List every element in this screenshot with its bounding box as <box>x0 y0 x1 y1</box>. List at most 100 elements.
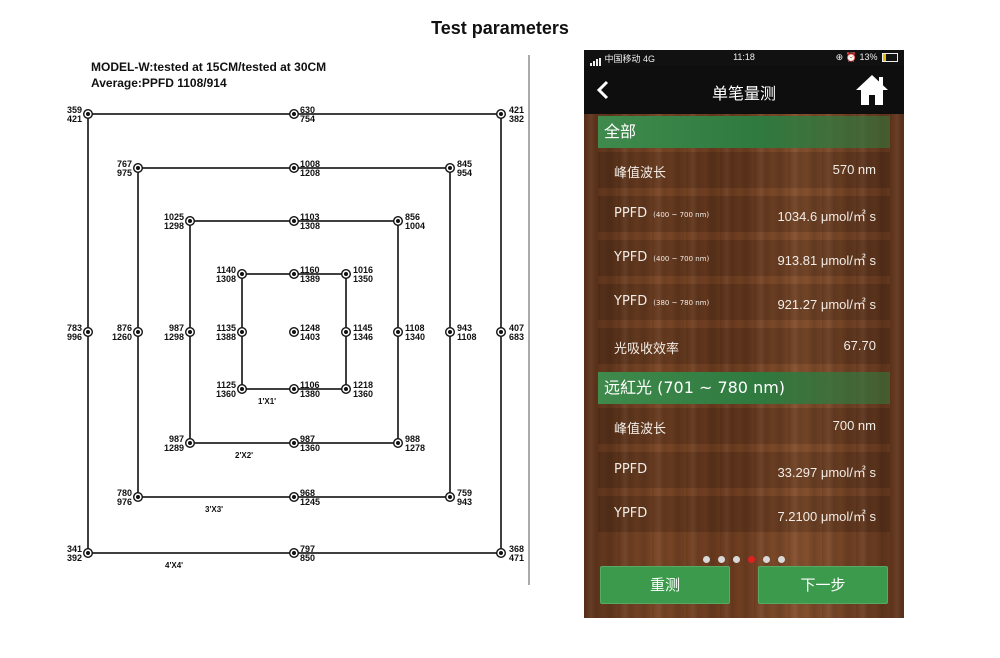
point-value-30cm: 850 <box>300 553 315 563</box>
page-dot[interactable] <box>763 556 770 563</box>
carrier-text: 中国移动 <box>604 54 641 64</box>
measure-point-dot <box>448 166 452 170</box>
measure-point-dot <box>86 551 90 555</box>
section-header-section1: 全部 <box>598 116 890 148</box>
point-value-15cm: 368 <box>509 544 524 554</box>
point-value-15cm: 1160 <box>300 265 320 275</box>
measurement-name: 光吸收效率 <box>614 342 680 357</box>
point-value-15cm: 1016 <box>353 265 373 275</box>
center-point-dot <box>292 330 296 334</box>
point-value-30cm: 1108 <box>457 332 477 342</box>
page-indicator <box>584 550 904 568</box>
back-icon[interactable] <box>594 80 614 100</box>
point-value-15cm: 943 <box>457 323 472 333</box>
point-value-30cm: 1208 <box>300 168 320 178</box>
measure-point-dot <box>292 219 296 223</box>
square-size-label: 3'X3' <box>205 505 223 514</box>
diagram-heading-line1: MODEL-W:tested at 15CM/tested at 30CM <box>91 60 326 74</box>
measure-point-dot <box>292 166 296 170</box>
page-dot[interactable] <box>733 556 740 563</box>
point-value-15cm: 845 <box>457 159 472 169</box>
signal-icon <box>590 56 602 66</box>
measurement-label: 光吸收效率 <box>614 338 679 357</box>
measure-point-dot <box>344 330 348 334</box>
square-size-label: 4'X4' <box>165 561 183 570</box>
measure-point-dot <box>136 495 140 499</box>
point-value-30cm: 421 <box>67 114 82 124</box>
measure-point-dot <box>499 551 503 555</box>
point-value-15cm: 987 <box>300 434 315 444</box>
point-value-15cm: 1145 <box>353 323 373 333</box>
measurement-label: YPFD(400 ~ 700 nm) <box>614 250 709 265</box>
center-value-15cm: 1248 <box>300 323 320 333</box>
point-value-30cm: 683 <box>509 332 524 342</box>
retest-button[interactable]: 重测 <box>600 566 730 604</box>
point-value-30cm: 1308 <box>300 221 320 231</box>
measurement-name: YPFD <box>614 506 648 521</box>
home-icon[interactable] <box>854 73 890 107</box>
measure-point-dot <box>86 112 90 116</box>
measurement-value: 913.81 μmol/㎡ s <box>777 253 876 268</box>
measurement-range: (380 ~ 780 nm) <box>653 299 710 307</box>
point-value-15cm: 407 <box>509 323 524 333</box>
square-size-label: 2'X2' <box>235 451 253 460</box>
point-value-15cm: 968 <box>300 488 315 498</box>
measurement-row: YPFD 7.2100 μmol/㎡ s <box>598 496 890 532</box>
measure-point-dot <box>292 495 296 499</box>
page-dot[interactable] <box>778 556 785 563</box>
point-value-15cm: 856 <box>405 212 420 222</box>
point-value-15cm: 630 <box>300 105 315 115</box>
measure-point-dot <box>188 219 192 223</box>
measure-point-dot <box>344 387 348 391</box>
point-value-30cm: 1360 <box>353 389 373 399</box>
measure-point-dot <box>292 441 296 445</box>
measure-point-dot <box>188 441 192 445</box>
measurement-range: (400 ~ 700 nm) <box>653 211 710 219</box>
measure-point-dot <box>396 219 400 223</box>
measurement-value: 921.27 μmol/㎡ s <box>777 297 876 312</box>
battery-text: 13% <box>859 52 878 62</box>
measure-point-dot <box>448 495 452 499</box>
point-value-15cm: 1103 <box>300 212 320 222</box>
measure-point-dot <box>344 272 348 276</box>
point-value-30cm: 392 <box>67 553 82 563</box>
point-value-15cm: 1008 <box>300 159 320 169</box>
point-value-15cm: 767 <box>117 159 132 169</box>
point-value-15cm: 780 <box>117 488 132 498</box>
network-text: 4G <box>643 54 656 64</box>
page-dot[interactable] <box>703 556 710 563</box>
measurement-label: YPFD <box>614 506 647 521</box>
status-right: ⊕ ⏰ 13% <box>836 52 898 63</box>
point-value-30cm: 1388 <box>216 332 236 342</box>
status-left: 中国移动 4G <box>590 52 656 66</box>
point-value-15cm: 783 <box>67 323 82 333</box>
point-value-30cm: 1340 <box>405 332 425 342</box>
point-value-15cm: 1106 <box>300 380 320 390</box>
point-value-30cm: 1380 <box>300 389 320 399</box>
measurement-name: PPFD <box>614 206 648 221</box>
point-value-30cm: 976 <box>117 497 132 507</box>
point-value-30cm: 1346 <box>353 332 373 342</box>
next-step-button[interactable]: 下一步 <box>758 566 888 604</box>
measurement-label: YPFD(380 ~ 780 nm) <box>614 294 709 309</box>
measurement-range: (400 ~ 700 nm) <box>653 255 710 263</box>
point-value-15cm: 1025 <box>164 212 184 222</box>
point-value-30cm: 1278 <box>405 443 425 453</box>
measurement-name: 峰值波长 <box>614 166 667 181</box>
measure-point-dot <box>499 112 503 116</box>
measure-point-dot <box>292 387 296 391</box>
measurement-value: 7.2100 μmol/㎡ s <box>777 509 876 524</box>
measurement-label: 峰值波长 <box>614 418 666 437</box>
section-header-section2: 远紅光 (701 ~ 780 nm) <box>598 372 890 404</box>
page-dot[interactable] <box>748 556 755 563</box>
point-value-15cm: 1125 <box>216 380 236 390</box>
status-time: 11:18 <box>733 52 755 62</box>
diagram-heading-line2: Average:PPFD 1108/914 <box>91 76 227 90</box>
page-dot[interactable] <box>718 556 725 563</box>
point-value-30cm: 943 <box>457 497 472 507</box>
point-value-30cm: 754 <box>300 114 315 124</box>
